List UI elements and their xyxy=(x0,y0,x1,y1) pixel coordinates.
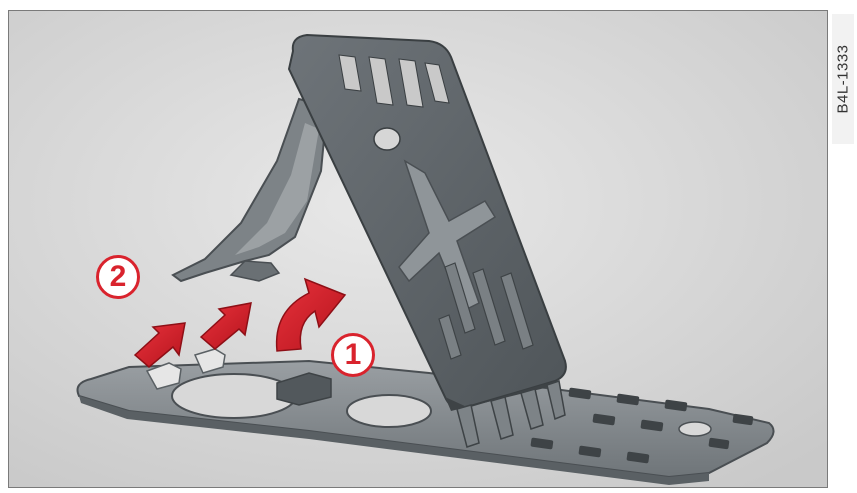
callout-1: 1 xyxy=(331,333,375,377)
illustration-frame xyxy=(8,10,828,488)
illustration-code: B4L-1333 xyxy=(835,44,852,113)
callout-2: 2 xyxy=(96,255,140,299)
bracket-illustration xyxy=(9,11,828,488)
illustration-code-label: B4L-1333 xyxy=(832,14,854,144)
